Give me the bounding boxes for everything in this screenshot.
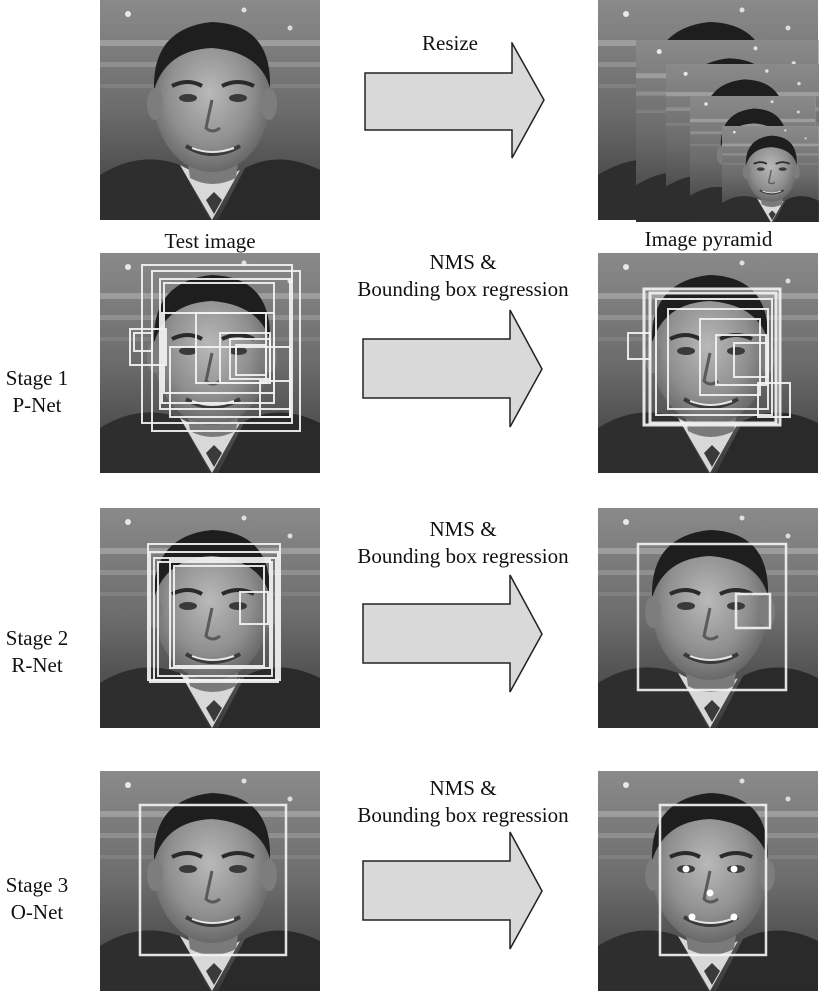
- landmark-left-eye: [682, 865, 690, 873]
- image-pyramid: [598, 0, 819, 222]
- stage-2-nms-title: NMS & Bounding box regression: [330, 516, 596, 570]
- stage-2-input-photo: [100, 508, 320, 728]
- stage-3-input-photo: [100, 771, 320, 991]
- stage-2-output-photo: [598, 508, 818, 728]
- stage-1-nms-title: NMS & Bounding box regression: [330, 249, 596, 303]
- stage-2-network: R-Net: [11, 653, 63, 677]
- image-pyramid-label: Image pyramid: [644, 227, 773, 251]
- stage-1-candidate-boxes: [129, 264, 301, 432]
- stage-1-refined-boxes: [627, 287, 791, 427]
- resize-arrow-icon: [364, 42, 545, 159]
- stage-3-final-box: [658, 803, 768, 957]
- stage-3-nms-line2: Bounding box regression: [357, 803, 569, 827]
- stage-3-title: Stage 3: [5, 873, 69, 897]
- stage-2-refined-boxes: [636, 542, 788, 692]
- stage-3-arrow-icon: [362, 831, 543, 950]
- resize-label: Resize: [422, 31, 478, 55]
- stage-3-candidate-boxes: [138, 803, 288, 957]
- stage-1-input-photo: [100, 253, 320, 473]
- stage-3-nms-title: NMS & Bounding box regression: [330, 775, 596, 829]
- stage-1-nms-line2: Bounding box regression: [357, 277, 569, 301]
- landmark-mouth-right: [730, 913, 738, 921]
- landmark-nose: [706, 889, 714, 897]
- stage-2-candidate-boxes: [147, 543, 281, 683]
- stage-2-nms-line2: Bounding box regression: [357, 544, 569, 568]
- test-image-label: Test image: [164, 229, 256, 253]
- stage-1-arrow-icon: [362, 309, 543, 428]
- landmark-mouth-left: [688, 913, 696, 921]
- stage-2-label: Stage 2 R-Net: [0, 625, 74, 679]
- test-image-photo: [100, 0, 320, 220]
- stage-3-label: Stage 3 O-Net: [0, 872, 74, 926]
- stage-1-nms-line1: NMS &: [429, 250, 497, 274]
- stage-3-output-photo: [598, 771, 818, 991]
- stage-1-title: Stage 1: [5, 366, 69, 390]
- stage-2-arrow-icon: [362, 574, 543, 693]
- stage-3-network: O-Net: [10, 900, 64, 924]
- stage-1-network: P-Net: [12, 393, 62, 417]
- face-photo-icon: [100, 0, 320, 220]
- stage-1-output-photo: [598, 253, 818, 473]
- landmark-right-eye: [730, 865, 738, 873]
- stage-3-nms-line1: NMS &: [429, 776, 497, 800]
- stage-1-label: Stage 1 P-Net: [0, 365, 74, 419]
- stage-2-nms-line1: NMS &: [429, 517, 497, 541]
- facial-landmark-points: [682, 865, 738, 921]
- stage-2-title: Stage 2: [5, 626, 69, 650]
